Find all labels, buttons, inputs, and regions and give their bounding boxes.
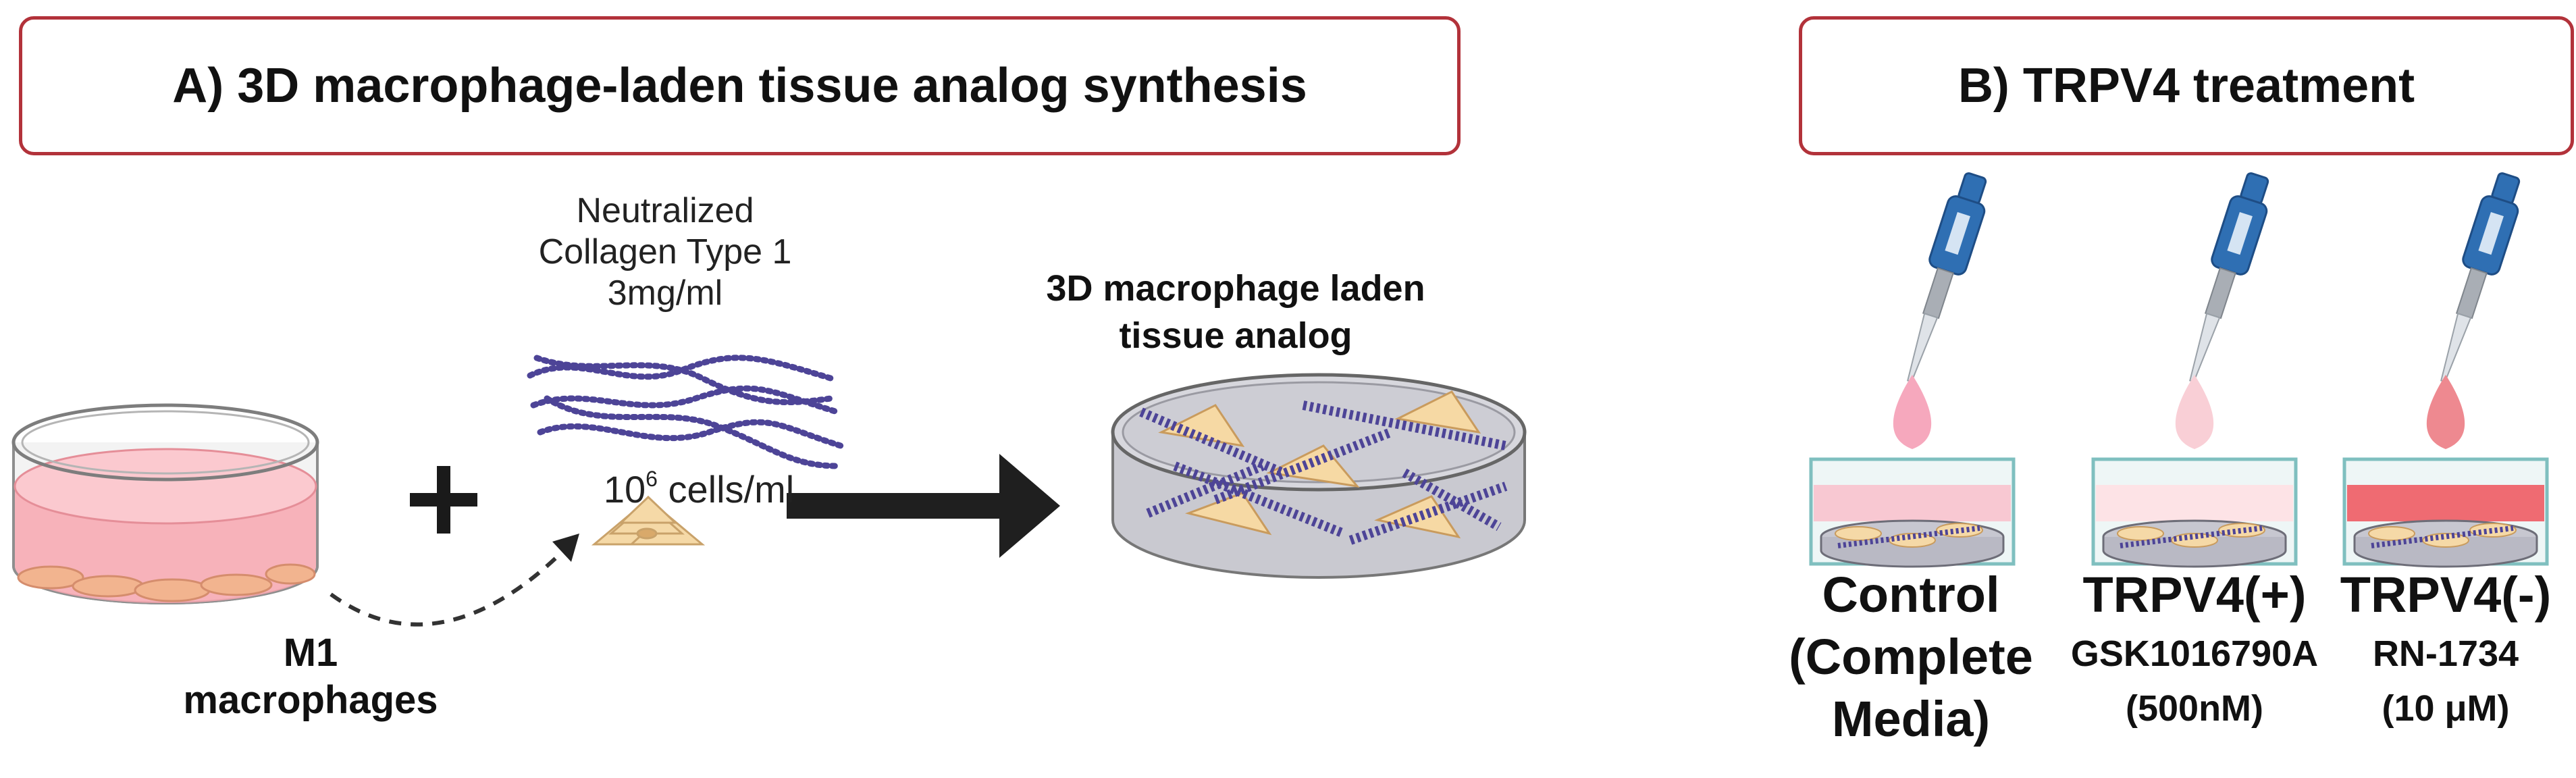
condition-label-trpv4-agonist: TRPV4(+) GSK1016790A (500nM) bbox=[2053, 564, 2336, 731]
treatment-group-3 bbox=[2342, 172, 2549, 568]
pipette-icon bbox=[1907, 172, 1987, 383]
condition-control-line3: Media) bbox=[1831, 690, 1991, 747]
tissue-analog-label-line2: tissue analog bbox=[1119, 315, 1352, 357]
condition-label-control: Control (Complete Media) bbox=[1769, 564, 2053, 750]
panel-b-title-box: B) TRPV4 treatment bbox=[1799, 16, 2574, 155]
condition-agonist-line2: GSK1016790A bbox=[2070, 633, 2319, 674]
tissue-analog-label: 3D macrophage laden tissue analog bbox=[1006, 265, 1465, 359]
arrow-icon bbox=[787, 454, 1060, 558]
well-icon bbox=[2342, 457, 2549, 568]
panel-a-title-box: A) 3D macrophage-laden tissue analog syn… bbox=[19, 16, 1461, 155]
cell-density-unit: cells/ml bbox=[657, 468, 795, 511]
condition-antagonist-line1: TRPV4(-) bbox=[2340, 567, 2552, 623]
media-drop-icon bbox=[1893, 375, 1932, 449]
treatment-group-1 bbox=[1809, 172, 2016, 568]
well-icon bbox=[2091, 457, 2298, 568]
collagen-label-line2: Collagen Type 1 bbox=[538, 232, 792, 271]
condition-agonist-line1: TRPV4(+) bbox=[2082, 567, 2307, 623]
collagen-label: Neutralized Collagen Type 1 3mg/ml bbox=[476, 190, 854, 313]
collagen-label-line3: 3mg/ml bbox=[607, 273, 723, 313]
cells-icon bbox=[591, 495, 706, 546]
tissue-analog-label-line1: 3D macrophage laden bbox=[1046, 268, 1425, 309]
collagen-fibers-icon bbox=[527, 355, 844, 469]
well-icon bbox=[1809, 457, 2016, 568]
condition-antagonist-line3: (10 μM) bbox=[2382, 688, 2510, 729]
macrophage-label-line1: M1 bbox=[283, 631, 338, 675]
media-drop-icon bbox=[2175, 375, 2214, 449]
macrophage-cells bbox=[17, 563, 316, 602]
panel-b-title: B) TRPV4 treatment bbox=[1957, 59, 2415, 113]
macrophage-label-line2: macrophages bbox=[183, 677, 438, 722]
condition-control-line1: Control bbox=[1822, 567, 2000, 623]
condition-antagonist-line2: RN-1734 bbox=[2372, 633, 2519, 674]
collagen-label-line1: Neutralized bbox=[576, 191, 754, 230]
cell-density-base: 10 bbox=[603, 468, 646, 511]
tissue-analog-icon bbox=[1111, 373, 1527, 579]
condition-label-trpv4-antagonist: TRPV4(-) RN-1734 (10 μM) bbox=[2317, 564, 2574, 731]
plus-icon bbox=[410, 466, 477, 534]
petri-dish-icon bbox=[11, 403, 319, 604]
panel-a-title: A) 3D macrophage-laden tissue analog syn… bbox=[172, 59, 1307, 113]
media-drop-icon bbox=[2426, 375, 2465, 449]
condition-control-line2: (Complete bbox=[1789, 628, 2033, 685]
treatment-group-2 bbox=[2091, 172, 2298, 568]
pipette-icon bbox=[2440, 172, 2521, 383]
dashed-arrow-icon bbox=[330, 534, 579, 627]
condition-agonist-line3: (500nM) bbox=[2125, 688, 2264, 729]
macrophage-label: M1 macrophages bbox=[162, 629, 459, 723]
cell-density-label: 106 cells/ml bbox=[550, 467, 847, 511]
cell-density-exponent: 6 bbox=[646, 467, 658, 492]
pipette-icon bbox=[2189, 172, 2269, 383]
